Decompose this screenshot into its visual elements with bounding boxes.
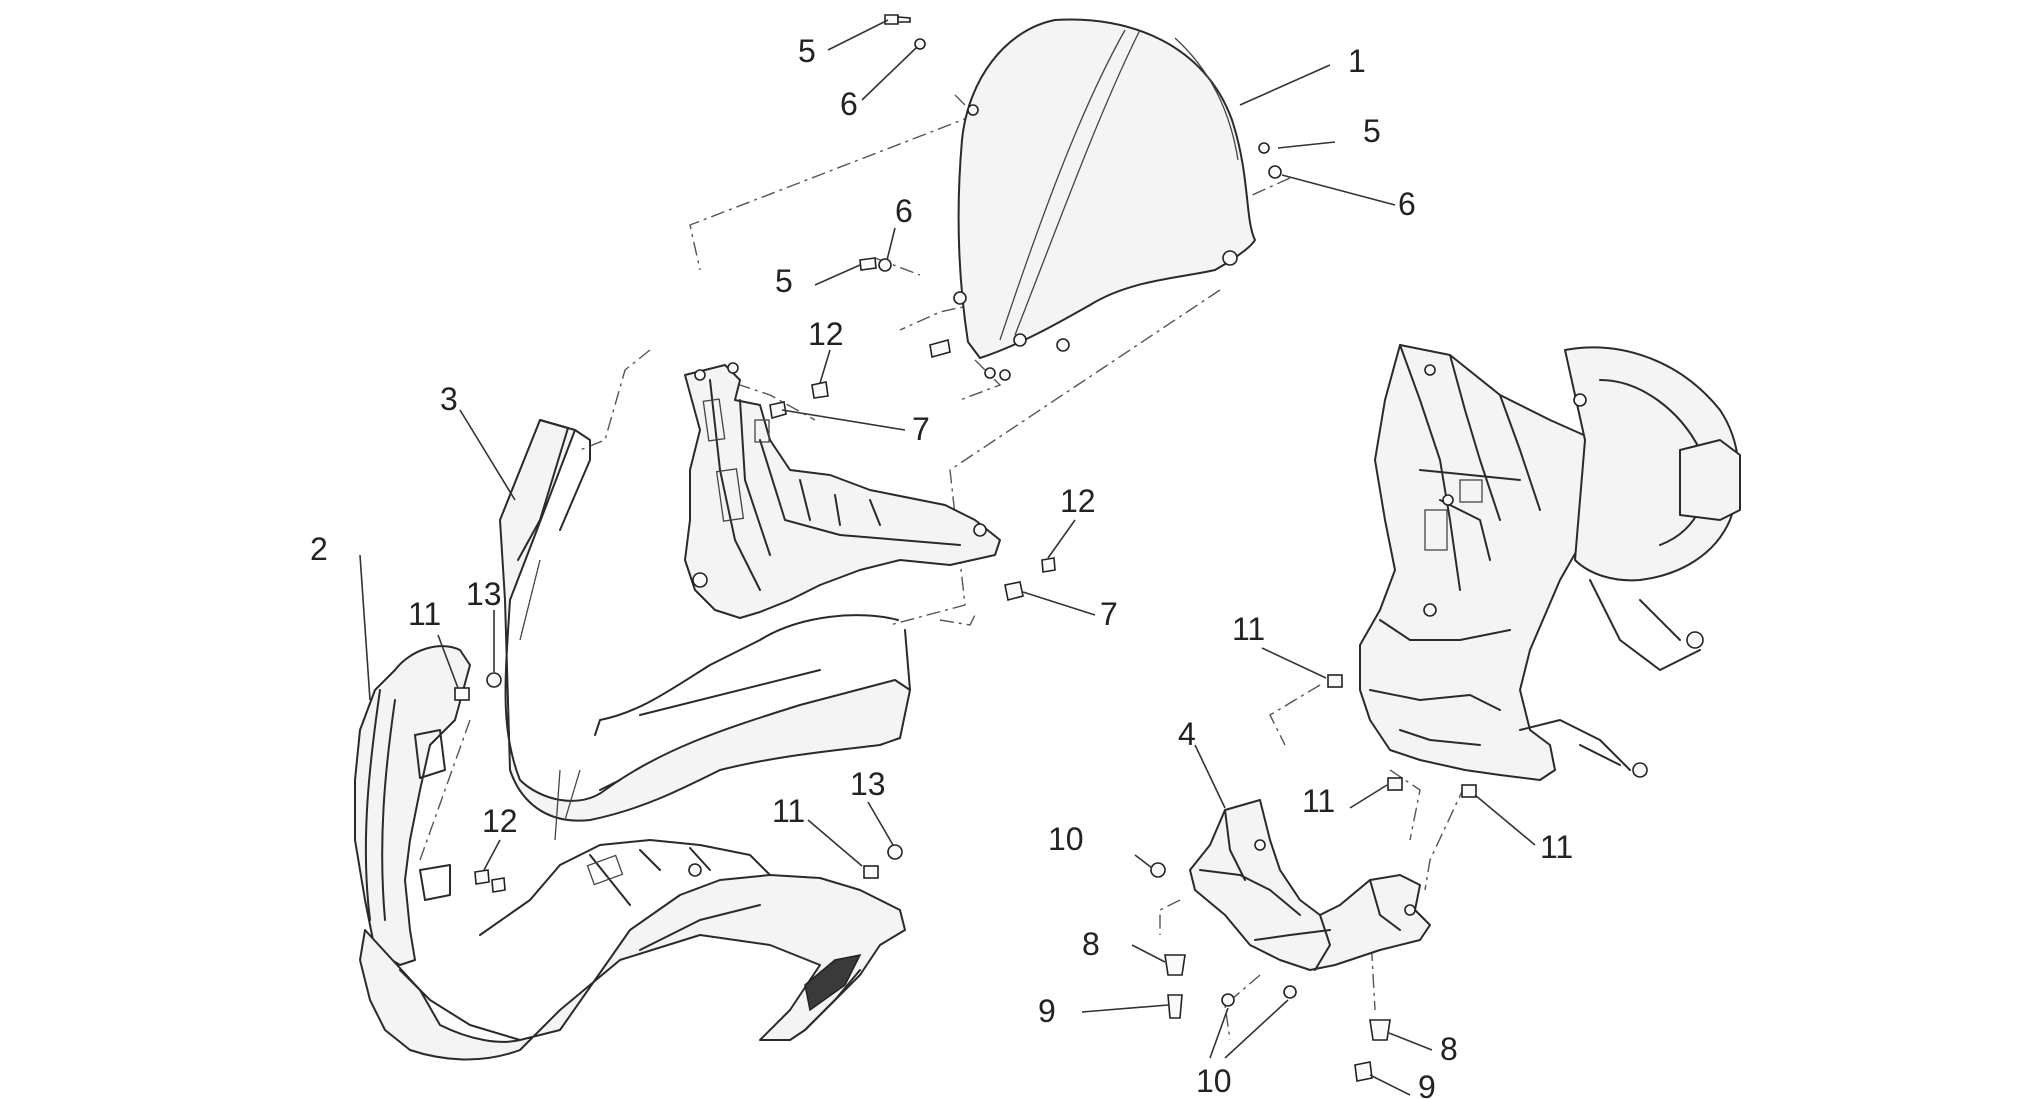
callout-7-left: 7 — [912, 411, 930, 447]
callout-11-right: 11 — [1540, 829, 1573, 865]
front-frame-structure — [1359, 344, 1741, 781]
callout-13-left: 13 — [466, 576, 502, 612]
callout-labels: 1 2 3 4 5 5 5 6 6 6 7 7 8 8 9 9 10 10 11… — [310, 33, 1573, 1099]
callout-11-fairing: 11 — [772, 793, 805, 829]
hardware — [454, 14, 1477, 1082]
callout-12-top: 12 — [808, 316, 844, 352]
callout-9-left: 9 — [1038, 993, 1056, 1029]
callout-6-right: 6 — [1398, 186, 1416, 222]
callout-1: 1 — [1348, 43, 1366, 79]
dashboard-cover — [499, 419, 911, 841]
callout-10-left: 10 — [1048, 821, 1084, 857]
windscreen — [953, 18, 1256, 359]
callout-2: 2 — [310, 531, 328, 567]
assembly-lines — [419, 94, 1466, 1041]
headlight-bracket — [684, 362, 1001, 619]
callout-11-left: 11 — [408, 596, 441, 632]
callout-12-bracket: 12 — [1060, 483, 1096, 519]
lower-front-fairing — [359, 839, 906, 1061]
callout-6-top: 6 — [840, 86, 858, 122]
left-side-fairing — [354, 645, 471, 966]
callout-6-mid: 6 — [895, 193, 913, 229]
callout-5-mid: 5 — [775, 263, 793, 299]
callout-13-right: 13 — [850, 766, 886, 802]
callout-4: 4 — [1178, 716, 1196, 752]
callout-12-left: 12 — [482, 803, 518, 839]
belly-pan — [1189, 799, 1431, 971]
callout-8-right: 8 — [1440, 1031, 1458, 1067]
leader-lines — [359, 19, 1536, 1096]
callout-11-frame: 11 — [1232, 611, 1265, 647]
callout-9-right: 9 — [1418, 1069, 1436, 1099]
callout-5-top: 5 — [798, 33, 816, 69]
callout-7-right: 7 — [1100, 596, 1118, 632]
callout-10-bottom: 10 — [1196, 1063, 1232, 1099]
callout-3: 3 — [440, 381, 458, 417]
callout-11-center: 11 — [1302, 783, 1335, 819]
callout-5-right: 5 — [1363, 113, 1381, 149]
callout-8-left: 8 — [1082, 926, 1100, 962]
